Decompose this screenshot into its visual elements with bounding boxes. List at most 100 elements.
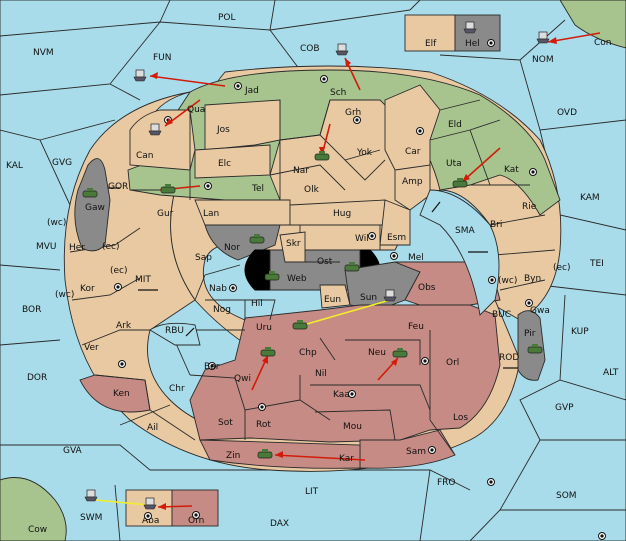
label-her: Her <box>69 243 85 253</box>
label-nom: NOM <box>532 55 554 65</box>
label-buc: BUC <box>492 310 511 320</box>
province-jos[interactable] <box>204 99 281 151</box>
label-aba: Aba <box>142 516 159 526</box>
label-gvg: GVG <box>52 158 72 168</box>
label-byn: Byn <box>524 274 541 284</box>
label-neu: Neu <box>368 348 386 358</box>
label-gur: Gur <box>157 209 174 219</box>
label-ost: Ost <box>317 257 333 267</box>
label-orn: Orn <box>188 516 204 526</box>
inlet-rbu <box>149 322 201 346</box>
continent-outer <box>63 91 521 472</box>
label-web: Web <box>287 274 307 284</box>
label-elc: Elc <box>218 159 231 169</box>
province-pir[interactable] <box>517 310 546 381</box>
label-los: Los <box>453 413 468 423</box>
province-amp[interactable] <box>394 164 431 211</box>
label-orl: Orl <box>446 358 459 368</box>
label-gvp: GVP <box>555 403 574 413</box>
label-can: Can <box>136 151 154 161</box>
label-som: SOM <box>556 491 577 501</box>
label-grh: Grh <box>345 108 361 118</box>
label-rbu: RBU <box>165 326 184 336</box>
label-tei: TEI <box>589 259 604 269</box>
label-nvm: NVM <box>33 48 54 58</box>
province-orn[interactable] <box>171 489 219 527</box>
label-sun: Sun <box>360 293 377 303</box>
label-hel: Hel <box>465 39 480 49</box>
province-labels: Jad Sch Qua Jos Grh Eld Can Elc Nar Yok … <box>69 86 550 464</box>
move-arrows <box>149 32 601 510</box>
label-gor: GOR <box>108 182 128 192</box>
label-wc2: (wc) <box>55 290 74 300</box>
label-car: Car <box>405 147 421 157</box>
label-wil: Wil <box>355 234 369 244</box>
label-chp: Chp <box>299 348 317 358</box>
label-ken: Ken <box>113 389 130 399</box>
label-rot: Rot <box>256 420 271 430</box>
province-esm[interactable] <box>379 199 411 246</box>
label-obs: Obs <box>418 283 436 293</box>
province-can[interactable] <box>129 109 196 171</box>
label-gwa: Gwa <box>530 306 550 316</box>
label-mel: Mel <box>408 253 424 263</box>
label-bar: Bar <box>204 362 220 372</box>
label-swm: SWM <box>80 513 102 523</box>
sea-labels: POL NVM FUN COB NOM Con OVD KAL GVG GOR … <box>6 13 619 529</box>
label-nog: Nog <box>213 305 231 315</box>
label-kar: Kar <box>339 454 354 464</box>
province-car[interactable] <box>384 84 441 181</box>
label-con: Con <box>594 38 612 48</box>
label-elf: Elf <box>425 39 437 49</box>
label-wc1: (wc) <box>47 218 66 228</box>
label-gva: GVA <box>63 446 83 456</box>
label-sch: Sch <box>330 88 346 98</box>
province-cow[interactable] <box>0 477 67 541</box>
label-dax: DAX <box>270 519 289 529</box>
label-qua: Qua <box>187 105 205 115</box>
label-chr: Chr <box>169 384 185 394</box>
label-pir: Pir <box>524 329 536 339</box>
label-feu: Feu <box>408 322 424 332</box>
label-ec3: (ec) <box>553 263 571 273</box>
label-ark: Ark <box>116 321 132 331</box>
inlet-sma <box>419 189 500 316</box>
label-cow: Cow <box>28 525 47 535</box>
label-sot: Sot <box>218 418 233 428</box>
label-qwi: Qwi <box>234 374 251 384</box>
label-wc3: (wc) <box>498 276 517 286</box>
label-kat: Kat <box>504 165 519 175</box>
label-dor: DOR <box>27 373 47 383</box>
fleets <box>84 21 550 510</box>
label-zin: Zin <box>226 451 240 461</box>
label-ver: Ver <box>84 343 99 353</box>
label-nor: Nor <box>224 243 240 253</box>
label-alt: ALT <box>603 368 619 378</box>
support-line-swm <box>95 499 149 506</box>
label-kup: KUP <box>571 327 589 337</box>
province-elf[interactable] <box>404 14 456 52</box>
label-eun: Eun <box>324 295 341 305</box>
label-kam: KAM <box>580 193 600 203</box>
label-olk: Olk <box>304 185 320 195</box>
supply-centers <box>114 39 606 540</box>
label-yok: Yok <box>356 148 373 158</box>
label-nil: Nil <box>315 369 327 379</box>
label-rie: Rie <box>522 202 537 212</box>
label-nar: Nar <box>293 166 309 176</box>
label-fun: FUN <box>153 53 172 63</box>
province-elc[interactable] <box>194 144 271 179</box>
label-eld: Eld <box>448 120 462 130</box>
label-sap: Sap <box>195 253 212 263</box>
label-tel: Tel <box>251 184 264 194</box>
label-esm: Esm <box>387 233 406 243</box>
label-uta: Uta <box>446 159 462 169</box>
province-sam[interactable] <box>359 429 456 469</box>
province-gaw[interactable] <box>74 158 111 252</box>
label-gaw: Gaw <box>85 203 105 213</box>
province-nor[interactable] <box>204 224 281 261</box>
label-fro: FRO <box>437 478 456 488</box>
label-lit: LIT <box>305 487 319 497</box>
